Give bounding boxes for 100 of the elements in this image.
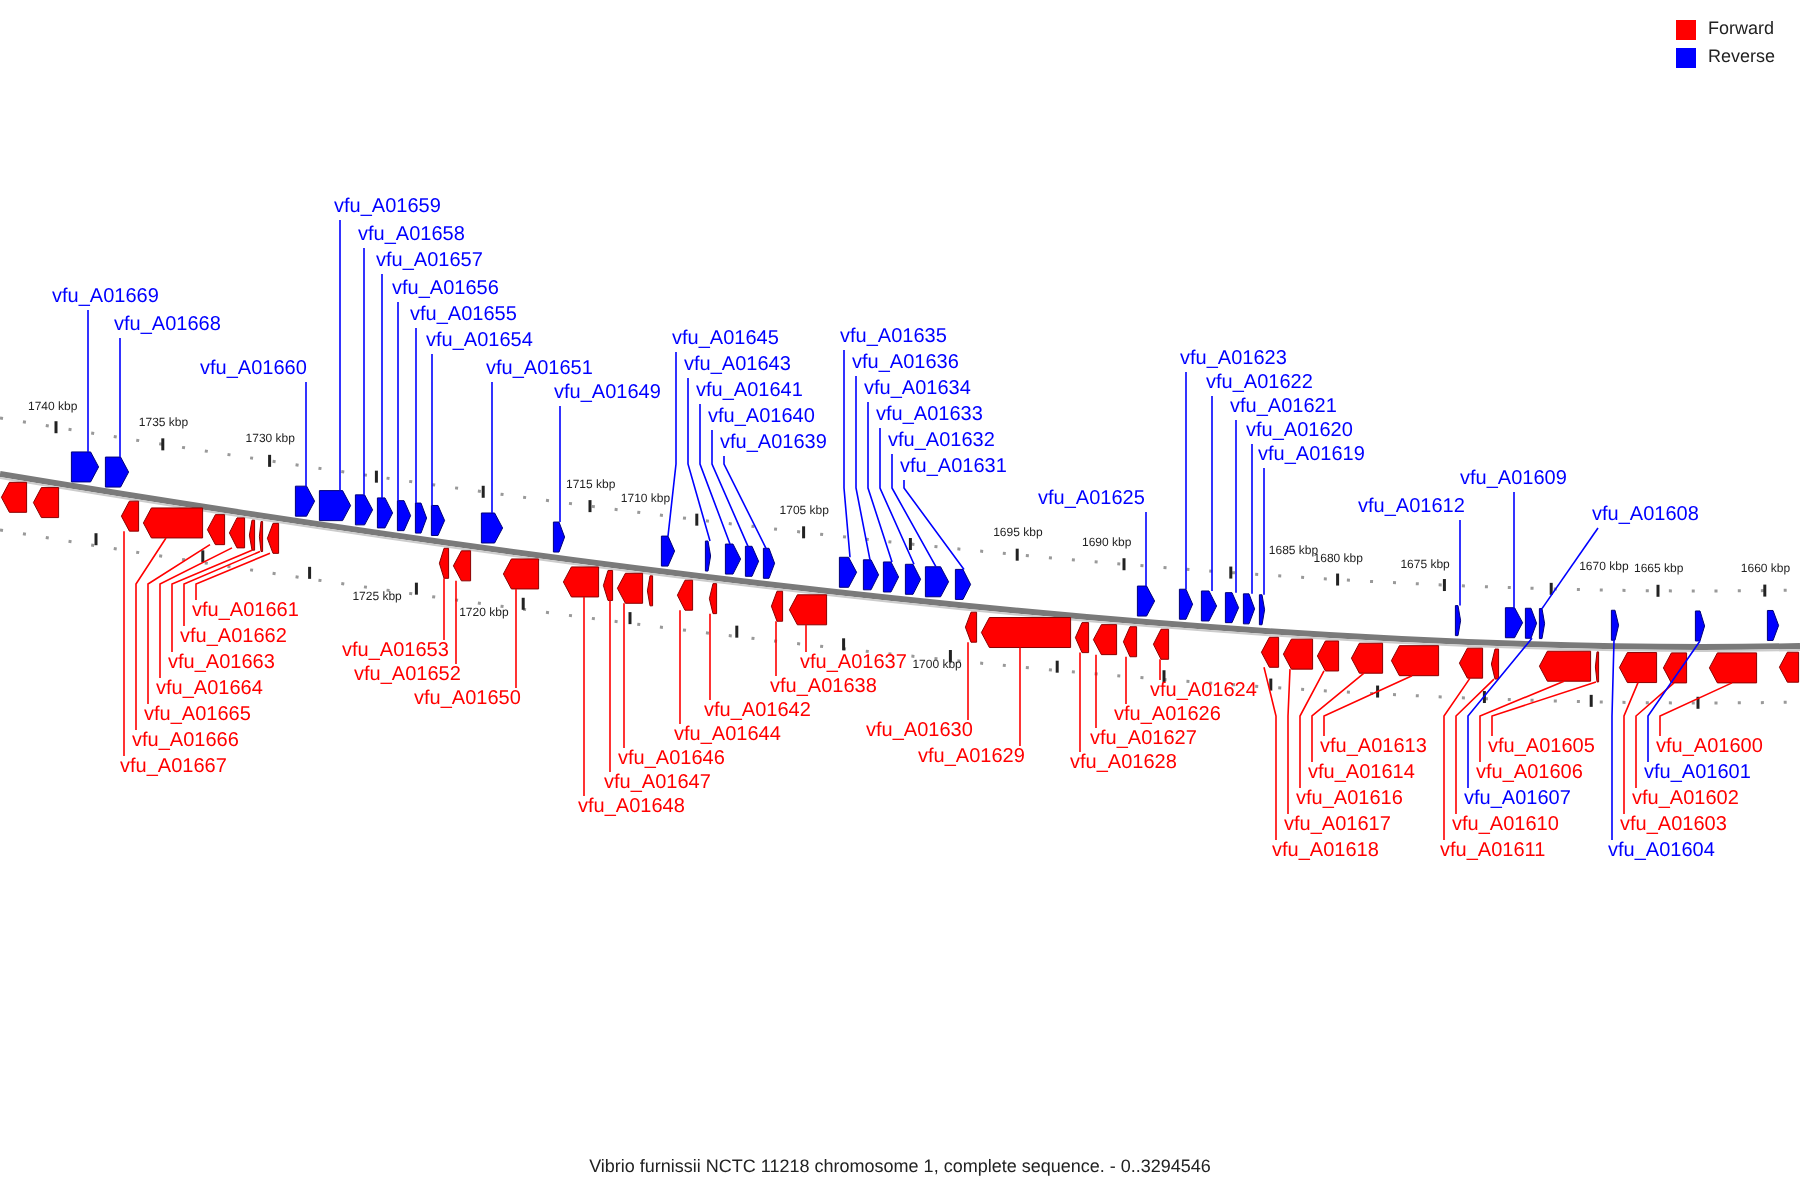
gene-label: vfu_A01603 bbox=[1620, 814, 1727, 838]
gene-block bbox=[104, 456, 130, 488]
leader-line bbox=[679, 609, 681, 725]
gene-block bbox=[1504, 607, 1524, 639]
gene-label: vfu_A01668 bbox=[114, 314, 221, 338]
leader-line bbox=[879, 427, 915, 566]
gene-block bbox=[430, 504, 446, 536]
leader-line bbox=[183, 550, 261, 627]
leader-line bbox=[339, 219, 341, 492]
gene-block bbox=[354, 494, 374, 526]
gene-label: vfu_A01611 bbox=[1440, 840, 1546, 864]
caption: Vibrio furnissii NCTC 11218 chromosome 1, complete sequence. - 0..3294546 bbox=[589, 1156, 1211, 1178]
gene-label: vfu_A01667 bbox=[120, 756, 227, 780]
gene-label: vfu_A01606 bbox=[1476, 762, 1583, 786]
gene-block bbox=[788, 594, 828, 626]
leader-line bbox=[623, 602, 625, 749]
gene-label: vfu_A01609 bbox=[1460, 468, 1567, 492]
legend-label: Forward bbox=[1708, 18, 1777, 40]
leader-line bbox=[87, 309, 89, 453]
gene-label: vfu_A01605 bbox=[1488, 736, 1595, 760]
gene-block bbox=[1258, 594, 1266, 626]
leader-line bbox=[415, 327, 417, 504]
gene-label: vfu_A01617 bbox=[1284, 814, 1391, 838]
leader-line bbox=[119, 337, 121, 458]
gene-block bbox=[266, 522, 280, 554]
leader-line bbox=[1159, 658, 1161, 681]
gene-block bbox=[1490, 648, 1500, 680]
leader-line bbox=[1263, 467, 1265, 596]
gene-label: vfu_A01607 bbox=[1464, 788, 1571, 812]
gene-block bbox=[1594, 651, 1600, 683]
gene-label: vfu_A01659 bbox=[334, 196, 441, 220]
gene-label: vfu_A01665 bbox=[144, 704, 251, 728]
gene-label: vfu_A01663 bbox=[168, 652, 275, 676]
gene-block bbox=[1524, 607, 1538, 639]
leader-line bbox=[363, 247, 365, 496]
gene-block bbox=[882, 561, 900, 593]
gene-block bbox=[838, 556, 858, 588]
gene-label: vfu_A01651 bbox=[486, 358, 593, 382]
leader-line bbox=[515, 588, 517, 689]
leader-line bbox=[195, 552, 271, 601]
gene-label: vfu_A01647 bbox=[604, 772, 711, 796]
leader-line bbox=[709, 612, 711, 701]
gene-label: vfu_A01633 bbox=[876, 404, 983, 428]
gene-block bbox=[676, 579, 694, 611]
gene-block bbox=[954, 568, 972, 600]
gene-block bbox=[1282, 638, 1314, 670]
leader-line bbox=[123, 530, 125, 757]
leader-line bbox=[171, 549, 253, 653]
leader-line bbox=[891, 453, 937, 568]
leader-line bbox=[1095, 653, 1097, 729]
gene-label: vfu_A01628 bbox=[1070, 752, 1177, 776]
leader-line bbox=[1185, 371, 1187, 591]
leader-line bbox=[687, 377, 711, 542]
gene-label: vfu_A01631 bbox=[900, 456, 1007, 480]
gene-block bbox=[396, 500, 412, 532]
gene-block bbox=[1200, 590, 1218, 622]
leader-line bbox=[1491, 681, 1597, 737]
gene-label: vfu_A01669 bbox=[52, 286, 159, 310]
gene-block bbox=[1178, 588, 1194, 620]
leader-line bbox=[443, 577, 445, 641]
gene-block bbox=[1708, 652, 1758, 684]
gene-block bbox=[552, 521, 566, 553]
gene-label: vfu_A01650 bbox=[414, 688, 521, 712]
gene-label: vfu_A01655 bbox=[410, 304, 517, 328]
gene-block bbox=[1694, 610, 1706, 642]
gene-block bbox=[70, 451, 100, 483]
gene-label: vfu_A01645 bbox=[672, 328, 779, 352]
leader-line bbox=[1251, 443, 1253, 595]
leader-line bbox=[583, 596, 585, 797]
gene-label: vfu_A01627 bbox=[1090, 728, 1197, 752]
leader-line bbox=[609, 599, 611, 773]
gene-label: vfu_A01653 bbox=[342, 640, 449, 664]
leader-line bbox=[843, 349, 851, 559]
leader-line bbox=[1263, 666, 1277, 841]
gene-label: vfu_A01602 bbox=[1632, 788, 1739, 812]
gene-block bbox=[1224, 592, 1240, 624]
gene-block bbox=[206, 514, 226, 546]
leader-line bbox=[1647, 640, 1701, 763]
leader-line bbox=[559, 405, 561, 523]
leader-line bbox=[1611, 639, 1615, 841]
leader-line bbox=[1125, 655, 1127, 705]
gene-label: vfu_A01639 bbox=[720, 432, 827, 456]
gene-label: vfu_A01630 bbox=[866, 720, 973, 744]
gene-block bbox=[904, 563, 922, 595]
gene-label: vfu_A01656 bbox=[392, 278, 499, 302]
gene-block bbox=[744, 545, 760, 577]
leader-line bbox=[723, 455, 767, 550]
gene-label: vfu_A01622 bbox=[1206, 372, 1313, 396]
gene-label: vfu_A01644 bbox=[674, 724, 781, 748]
leader-line bbox=[1145, 511, 1147, 587]
gene-block bbox=[1316, 640, 1340, 672]
leader-line bbox=[855, 375, 871, 561]
gene-block bbox=[318, 490, 352, 522]
leader-line bbox=[667, 351, 677, 537]
leader-line bbox=[867, 401, 893, 563]
leader-line bbox=[711, 429, 749, 548]
gene-block bbox=[480, 512, 504, 544]
gene-block bbox=[862, 559, 880, 591]
gene-block bbox=[770, 590, 784, 622]
leader-line bbox=[1455, 678, 1495, 815]
